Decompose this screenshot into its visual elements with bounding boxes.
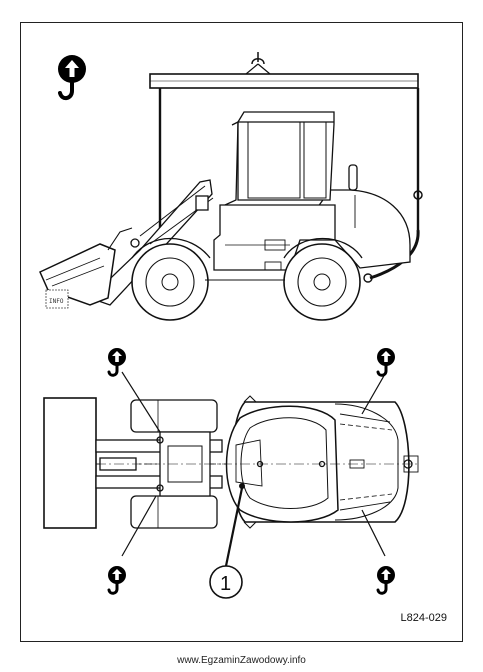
footer-url[interactable]: www.EgzaminZawodowy.info (177, 655, 306, 666)
lift-hook-icon-rear-right (375, 564, 397, 595)
lifting-point-pointers (121, 371, 386, 567)
loader-side-view (39, 52, 423, 321)
info-decal-text: INFO (49, 298, 64, 305)
callout-1-label: 1 (220, 573, 231, 595)
lift-hook-icon-front-right (106, 564, 128, 595)
loader-top-view (43, 395, 420, 529)
reference-code: L824-029 (400, 612, 448, 624)
callout-1: 1 (209, 565, 243, 599)
lift-hook-icon-front-left (106, 346, 128, 377)
lift-hook-icon (56, 53, 88, 101)
lift-hook-icon-rear-left (375, 346, 397, 377)
info-decal: INFO (45, 289, 69, 309)
